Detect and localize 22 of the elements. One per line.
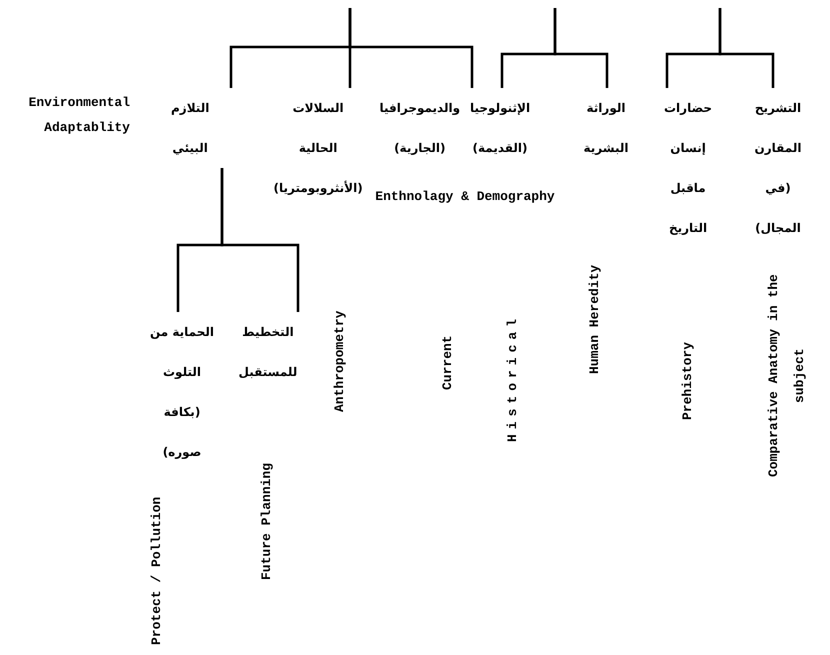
- arabic-term: الحماية من التلوث (بكافة صوره): [149, 312, 215, 472]
- english-term: Future Planning: [258, 462, 275, 580]
- bracket-line: [230, 8, 352, 88]
- bracket-line: [666, 8, 722, 88]
- english-term: Comparative Anatomy in the subject: [765, 274, 808, 480]
- english-term: Environmental Adaptablity: [28, 94, 130, 137]
- english-term: Enthnolagy & Demography: [374, 188, 556, 206]
- english-term: Human Heredity: [586, 264, 603, 374]
- english-term: Anthropometry: [331, 310, 348, 412]
- english-term: Historical: [504, 312, 521, 442]
- arabic-term: السلالات الحالية (الأنثروبومتريا): [274, 88, 363, 208]
- arabic-term: الإثنولوجيا (القديمة): [470, 88, 530, 168]
- arabic-term: والديموجرافيا (الجارية): [380, 88, 460, 168]
- arabic-term: التخطيط للمستقبل: [238, 312, 298, 392]
- arabic-term: التلازم البيئي: [171, 88, 210, 168]
- arabic-term: حضارات إنسان ماقبل التاريخ: [664, 88, 712, 248]
- arabic-term: الوراثة البشرية: [584, 88, 628, 168]
- bracket-line: [500, 8, 556, 88]
- arabic-term: التشريح المقارن (في المجال): [741, 88, 815, 248]
- english-term: Current: [439, 334, 456, 390]
- bracket-line: [176, 168, 224, 312]
- english-term: Prehistory: [679, 340, 696, 420]
